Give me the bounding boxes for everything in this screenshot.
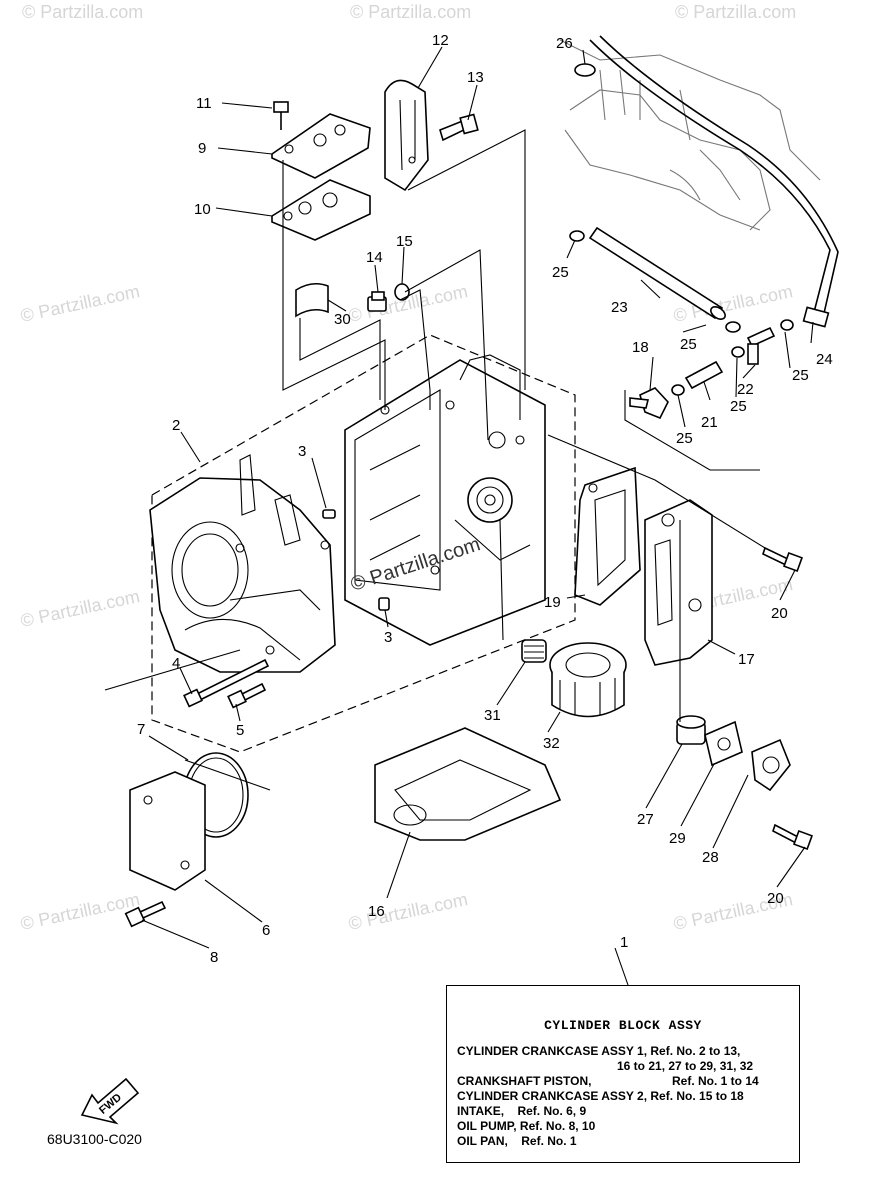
part-31-plug xyxy=(521,639,547,663)
bolts-4-5 xyxy=(183,658,270,709)
note-line: INTAKE, Ref. No. 6, 9 xyxy=(457,1104,587,1118)
callout-28: 28 xyxy=(702,849,719,866)
callout-8: 8 xyxy=(210,949,218,966)
callout-15: 15 xyxy=(396,233,413,250)
watermark: © Partzilla.com xyxy=(19,586,142,631)
callout-5: 5 xyxy=(236,722,244,739)
fwd-arrow-icon: FWD xyxy=(80,1077,140,1125)
callout-22: 22 xyxy=(737,381,754,398)
part-16-gasket xyxy=(374,727,562,841)
parts-14-15-30 xyxy=(295,282,410,318)
watermark: © Partzilla.com xyxy=(675,2,796,22)
callout-1: 1 xyxy=(620,934,628,951)
leader-lines xyxy=(141,46,814,986)
callout-10: 10 xyxy=(194,201,211,218)
engine-outline xyxy=(559,39,821,231)
callout-numbers: 1 2 3 3 4 5 6 7 8 9 10 11 12 13 14 15 16… xyxy=(137,32,833,966)
callout-25: 25 xyxy=(792,367,809,384)
part-19-gasket xyxy=(574,466,641,606)
part-23-hose xyxy=(569,226,741,333)
note-line: CRANKSHAFT PISTON, xyxy=(457,1074,592,1088)
note-line: CYLINDER CRANKCASE ASSY 1, Ref. No. 2 to… xyxy=(457,1044,741,1058)
fittings-group xyxy=(629,319,794,420)
callout-13: 13 xyxy=(467,69,484,86)
note-line: 16 to 21, 27 to 29, 31, 32 xyxy=(617,1059,754,1073)
callout-18: 18 xyxy=(632,339,649,356)
watermark: © Partzilla.com xyxy=(350,2,471,22)
part-17-cover xyxy=(644,499,713,666)
part-24-hose xyxy=(574,35,839,328)
diagram-code: 68U3100-C020 xyxy=(47,1131,142,1147)
callout-17: 17 xyxy=(738,651,755,668)
assembly-lines xyxy=(104,129,766,791)
callout-20: 20 xyxy=(767,890,784,907)
callout-20: 20 xyxy=(771,605,788,622)
part-8-bolt xyxy=(124,900,167,928)
note-line: OIL PAN, Ref. No. 1 xyxy=(457,1134,577,1148)
note-line: OIL PUMP, Ref. No. 8, 10 xyxy=(457,1119,596,1133)
cylinder-block xyxy=(151,334,576,753)
callout-29: 29 xyxy=(669,830,686,847)
part-32-oil-filter xyxy=(549,642,627,718)
callout-31: 31 xyxy=(484,707,501,724)
callout-12: 12 xyxy=(432,32,449,49)
callout-21: 21 xyxy=(701,414,718,431)
part-2-crankcase xyxy=(149,454,336,673)
bolt-20-upper xyxy=(762,546,803,572)
dowel-pins xyxy=(322,509,390,611)
watermark: © Partzilla.com xyxy=(347,889,470,934)
callout-3: 3 xyxy=(384,629,392,646)
callout-19: 19 xyxy=(544,594,561,611)
callout-32: 32 xyxy=(543,735,560,752)
callout-25: 25 xyxy=(730,398,747,415)
callout-25: 25 xyxy=(680,336,697,353)
watermark: © Partzilla.com xyxy=(19,889,142,934)
callout-4: 4 xyxy=(172,655,180,672)
callout-3: 3 xyxy=(298,443,306,460)
upper-cover-parts xyxy=(271,79,479,241)
callout-27: 27 xyxy=(637,811,654,828)
notes-box: CYLINDER BLOCK ASSY CYLINDER CRANKCASE A… xyxy=(446,985,800,1163)
callout-2: 2 xyxy=(172,417,180,434)
notes-title: CYLINDER BLOCK ASSY xyxy=(544,1018,702,1033)
callout-25: 25 xyxy=(676,430,693,447)
callout-9: 9 xyxy=(198,140,206,157)
part-6-cover xyxy=(129,771,206,891)
callout-11: 11 xyxy=(196,95,212,112)
callout-25: 25 xyxy=(552,264,569,281)
note-line: CYLINDER CRANKCASE ASSY 2, Ref. No. 15 t… xyxy=(457,1089,744,1103)
watermark: © Partzilla.com xyxy=(22,2,143,22)
parts-27-28-29 xyxy=(676,715,813,850)
callout-26: 26 xyxy=(556,35,573,52)
callout-30: 30 xyxy=(334,311,351,328)
note-line: Ref. No. 1 to 14 xyxy=(672,1074,759,1088)
callout-14: 14 xyxy=(366,249,383,266)
callout-16: 16 xyxy=(368,903,385,920)
callout-23: 23 xyxy=(611,299,628,316)
callout-6: 6 xyxy=(262,922,270,939)
callout-7: 7 xyxy=(137,721,145,738)
watermark: © Partzilla.com xyxy=(19,281,142,326)
callout-24: 24 xyxy=(816,351,833,368)
